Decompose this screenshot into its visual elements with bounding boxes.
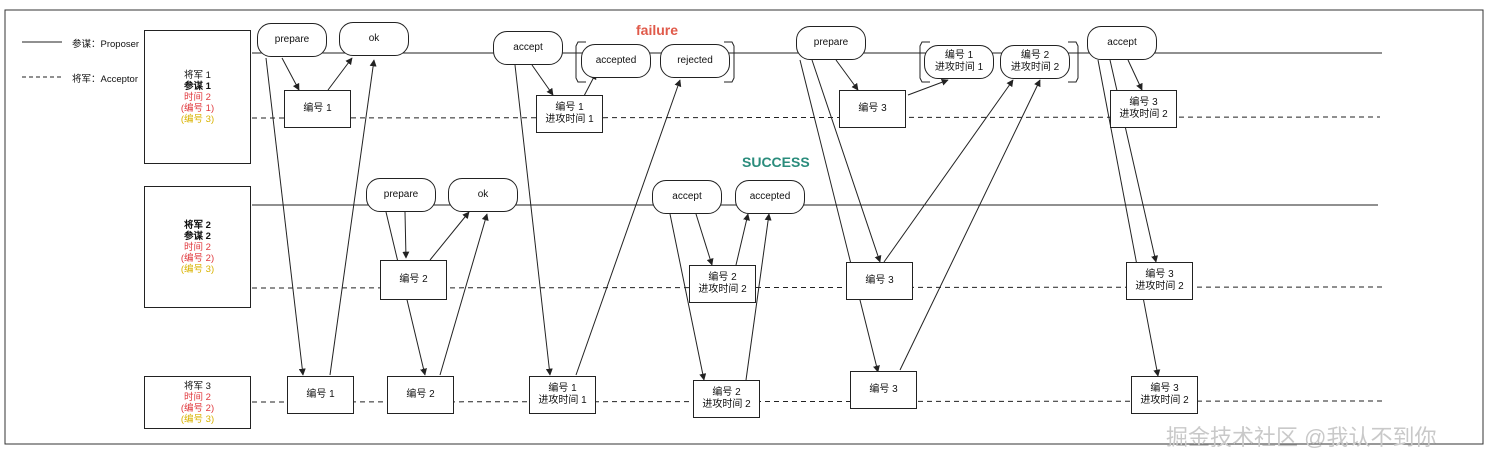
acceptor-1-timeline <box>251 116 1381 119</box>
general-2-line: 参谋 2 <box>184 230 211 242</box>
acceptor-1-proposal-3-time: 编号 3 进攻时间 2 <box>1110 90 1177 128</box>
arrow <box>811 59 882 263</box>
legend-acceptor-label: 将军：Acceptor <box>72 74 138 85</box>
arrow <box>327 57 353 91</box>
arrow <box>735 213 750 266</box>
general-2-line: (编号 2) <box>180 252 215 264</box>
failure-label: failure <box>636 22 679 38</box>
arrow <box>883 79 1014 263</box>
arrow <box>402 211 410 259</box>
acceptor-2-proposal-2: 编号 2 <box>380 260 447 300</box>
acceptor-1-proposal-1-time: 编号 1 进攻时间 1 <box>536 95 603 133</box>
arrow <box>575 79 682 376</box>
arrow <box>531 64 554 96</box>
general-1-line: (编号 3) <box>180 113 215 125</box>
prepare-message-1: prepare <box>257 23 327 57</box>
acceptor-3-proposal-1-time: 编号 1 进攻时间 1 <box>529 376 596 414</box>
acceptor-3-proposal-2-time: 编号 2 进攻时间 2 <box>693 380 760 418</box>
arrow <box>439 213 489 376</box>
accept-message-3: accept <box>1087 26 1157 60</box>
prepare-message-3: prepare <box>796 26 866 60</box>
general-1-line: 参谋 1 <box>184 80 211 92</box>
arrow <box>799 59 880 373</box>
arrow <box>265 57 306 376</box>
acceptor-2-proposal-3-time: 编号 3 进攻时间 2 <box>1126 262 1193 300</box>
arrow <box>907 78 949 96</box>
outer-frame <box>4 9 1484 445</box>
bracket-left-1 <box>575 41 586 83</box>
acceptor-1-proposal-1: 编号 1 <box>284 90 351 128</box>
watermark: 掘金技术社区 @我认不到你 <box>1166 425 1437 450</box>
arrow <box>899 79 1041 371</box>
acceptor-2-proposal-3: 编号 3 <box>846 262 913 300</box>
general-3-line: 将军 3 <box>184 380 211 392</box>
accept-message-2: accept <box>652 180 722 214</box>
legend-proposer-label: 参谋：Proposer <box>72 39 140 50</box>
success-label: SUCCESS <box>742 154 810 170</box>
general-3-line: (编号 2) <box>180 402 215 414</box>
arrow <box>1097 59 1161 377</box>
arrow <box>329 59 377 376</box>
accept-message-1: accept <box>493 31 563 65</box>
acceptor-3-proposal-2: 编号 2 <box>387 376 454 414</box>
general-2-line: (编号 3) <box>180 263 215 275</box>
bracket-right-1 <box>724 41 735 83</box>
bracket-left-2 <box>919 41 930 83</box>
bracket-right-2 <box>1068 41 1079 83</box>
arrow <box>429 211 470 261</box>
arrow <box>695 213 714 266</box>
message-arrows <box>265 57 1161 381</box>
arrow <box>669 213 707 381</box>
general-2-line: 将军 2 <box>184 219 211 231</box>
acceptor-3-proposal-1: 编号 1 <box>287 376 354 414</box>
ok-message-1: ok <box>339 22 409 56</box>
general-1-line: (编号 1) <box>180 102 215 114</box>
arrow <box>281 57 300 91</box>
rejected-message-1: rejected <box>660 44 730 78</box>
prepare-message-2: prepare <box>366 178 436 212</box>
arrow <box>745 213 772 381</box>
general-2-line: 时间 2 <box>184 241 211 253</box>
acceptor-2-proposal-2-time: 编号 2 进攻时间 2 <box>689 265 756 303</box>
arrow <box>1127 59 1143 91</box>
acceptor-1-proposal-3: 编号 3 <box>839 90 906 128</box>
ok-message-2: ok <box>448 178 518 212</box>
reply-message-b: 编号 2 进攻时间 2 <box>1000 45 1070 79</box>
general-1-line: 将军 1 <box>184 69 211 81</box>
arrow <box>514 64 553 376</box>
general-3-line: (编号 3) <box>180 413 215 425</box>
acceptor-3-proposal-3: 编号 3 <box>850 371 917 409</box>
arrow <box>835 59 859 91</box>
accepted-message-2: accepted <box>735 180 805 214</box>
general-1-line: 时间 2 <box>184 91 211 103</box>
accepted-message-1: accepted <box>581 44 651 78</box>
general-3-line: 时间 2 <box>184 391 211 403</box>
reply-message-a: 编号 1 进攻时间 1 <box>924 45 994 79</box>
acceptor-3-proposal-3-time: 编号 3 进攻时间 2 <box>1131 376 1198 414</box>
